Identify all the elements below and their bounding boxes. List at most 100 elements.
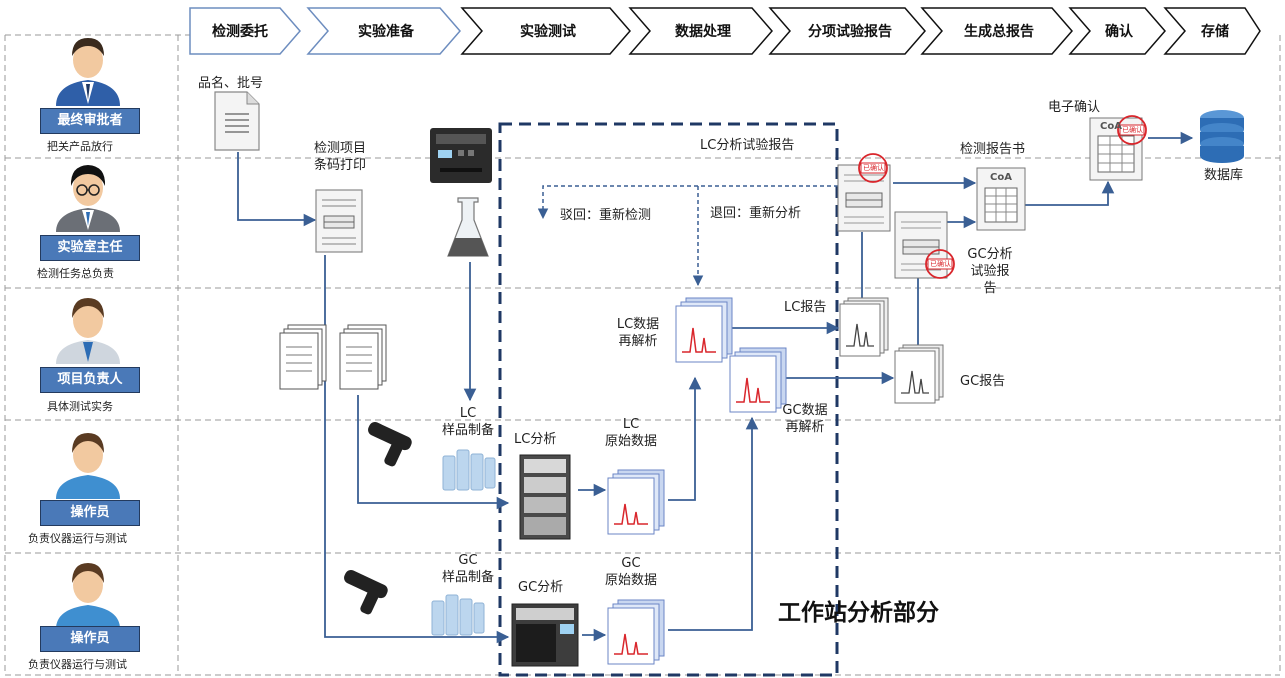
workstation-section-title: 工作站分析部分 [778, 600, 939, 626]
gc-test-report-line2: 试验报 [970, 264, 1010, 279]
stamp-final-text: 已确认 [1122, 126, 1143, 134]
role-lab-director-subtitle: 检测任务总负责 [37, 267, 114, 280]
step-shape-8 [1163, 7, 1261, 55]
gc-raw-data-icon [607, 599, 665, 665]
gc-analysis-label: GC分析 [518, 580, 564, 595]
lc-reparse-line2: 再解析 [618, 334, 658, 349]
gc-reparse-line2: 再解析 [785, 420, 825, 435]
gc-test-report-label: GC分析 试验报 告 [955, 246, 1025, 297]
reject-retest-label: 驳回：重新检测 [560, 208, 652, 223]
gc-reparse-line1: GC数据 [782, 403, 828, 418]
step-6-label: 生成总报告 [964, 24, 1034, 40]
role-avatars [56, 38, 120, 629]
step-shape-7 [1068, 7, 1166, 55]
step-shape-5 [768, 7, 926, 55]
gc-prep-line2: 样品制备 [441, 570, 494, 585]
request-document-icon [214, 91, 260, 151]
lc-prep-line2: 样品制备 [441, 423, 494, 438]
process-steps-chevrons [189, 7, 1261, 55]
database-icon [1200, 110, 1244, 163]
confirmed-stamp-gc-icon [925, 249, 955, 279]
lc-raw-data-icon [607, 469, 665, 535]
gc-reparse-label: GC数据 再解析 [772, 402, 838, 436]
coa-final-label: CoA [1100, 121, 1122, 132]
coa-report-icon [976, 167, 1026, 231]
step-shape-4 [628, 7, 773, 55]
barcode-printer-icon [430, 128, 492, 183]
step-4-label: 数据处理 [675, 24, 731, 40]
gc-raw-label: GC 原始数据 [598, 555, 664, 589]
gc-reparse-data-icon [729, 347, 787, 413]
gc-prep-label: GC 样品制备 [428, 552, 508, 586]
product-batch-label: 品名、批号 [198, 76, 264, 91]
sample-sheets-lc-icon [279, 324, 327, 390]
barcode-scanner-gc-icon [344, 569, 388, 615]
approver-avatar-icon [56, 38, 120, 106]
role-approver-title: 最终审批者 [40, 108, 140, 134]
operator-1-avatar-icon [56, 433, 120, 499]
e-confirm-coa-icon [1089, 117, 1143, 181]
role-lab-director-title: 实验室主任 [40, 235, 140, 261]
lc-raw-label: LC 原始数据 [598, 416, 664, 450]
lc-report-icon [839, 297, 889, 357]
lc-prep-line1: LC [459, 406, 477, 421]
gc-report-label: GC报告 [960, 374, 1006, 389]
flask-icon [447, 197, 489, 257]
test-report-book-label: 检测报告书 [960, 142, 1026, 157]
gc-raw-line1: GC [621, 556, 641, 571]
role-operator-1-subtitle: 负责仪器运行与测试 [28, 532, 127, 545]
step-shape-3 [460, 7, 631, 55]
role-approver-subtitle: 把关产品放行 [47, 140, 113, 153]
step-7-label: 确认 [1105, 24, 1133, 40]
role-project-lead-title: 项目负责人 [40, 367, 140, 393]
lab-director-avatar-icon [56, 165, 120, 232]
e-confirm-label: 电子确认 [1048, 100, 1101, 115]
role-project-lead-subtitle: 具体测试实务 [47, 400, 113, 413]
barcode-print-label: 检测项目 条码打印 [300, 140, 380, 174]
gc-prep-line1: GC [458, 553, 478, 568]
step-shape-6 [920, 7, 1073, 55]
lc-reparse-label: LC数据 再解析 [605, 316, 671, 350]
step-1-label: 检测委托 [212, 24, 268, 40]
gc-vials-icon [431, 594, 485, 636]
stamp-gc-text: 已确认 [930, 260, 951, 268]
lc-analysis-label: LC分析 [514, 432, 557, 447]
step-shape-2 [306, 7, 461, 55]
gc-instrument-icon [511, 603, 579, 667]
project-lead-avatar-icon [56, 298, 120, 364]
lc-prep-label: LC 样品制备 [428, 405, 508, 439]
role-operator-1-title: 操作员 [40, 500, 140, 526]
lc-reparse-data-icon [675, 297, 733, 363]
lc-test-report-icon [837, 164, 891, 232]
barcode-print-line1: 检测项目 [313, 141, 366, 156]
gc-test-report-line1: GC分析 [967, 247, 1013, 262]
barcode-document-icon [315, 189, 363, 253]
stamp-lc-text: 已确认 [863, 164, 884, 172]
step-8-label: 存储 [1201, 24, 1229, 40]
coa-label: CoA [990, 172, 1012, 183]
lc-report-label: LC报告 [784, 300, 827, 315]
step-5-label: 分项试验报告 [808, 24, 892, 40]
confirmed-stamp-lc-icon [858, 153, 888, 183]
confirmed-stamp-final-icon [1117, 115, 1147, 145]
role-operator-2-title: 操作员 [40, 626, 140, 652]
operator-2-avatar-icon [56, 563, 120, 629]
gc-report-icon [894, 344, 944, 404]
gc-raw-line2: 原始数据 [604, 573, 657, 588]
lc-raw-line1: LC [622, 417, 640, 432]
gc-test-report-line3: 告 [983, 281, 997, 296]
step-shape-1 [189, 7, 301, 55]
lc-report-title: LC分析试验报告 [700, 138, 795, 153]
sample-sheets-gc-icon [339, 324, 387, 390]
role-operator-2-subtitle: 负责仪器运行与测试 [28, 658, 127, 671]
barcode-print-line2: 条码打印 [313, 158, 366, 173]
lc-instrument-icon [519, 454, 571, 540]
lc-raw-line2: 原始数据 [604, 434, 657, 449]
barcode-scanner-lc-icon [368, 421, 412, 467]
return-reanalyze-label: 退回：重新分析 [710, 206, 802, 221]
step-2-label: 实验准备 [358, 24, 414, 40]
step-3-label: 实验测试 [520, 24, 576, 40]
lc-reparse-line1: LC数据 [616, 317, 660, 332]
